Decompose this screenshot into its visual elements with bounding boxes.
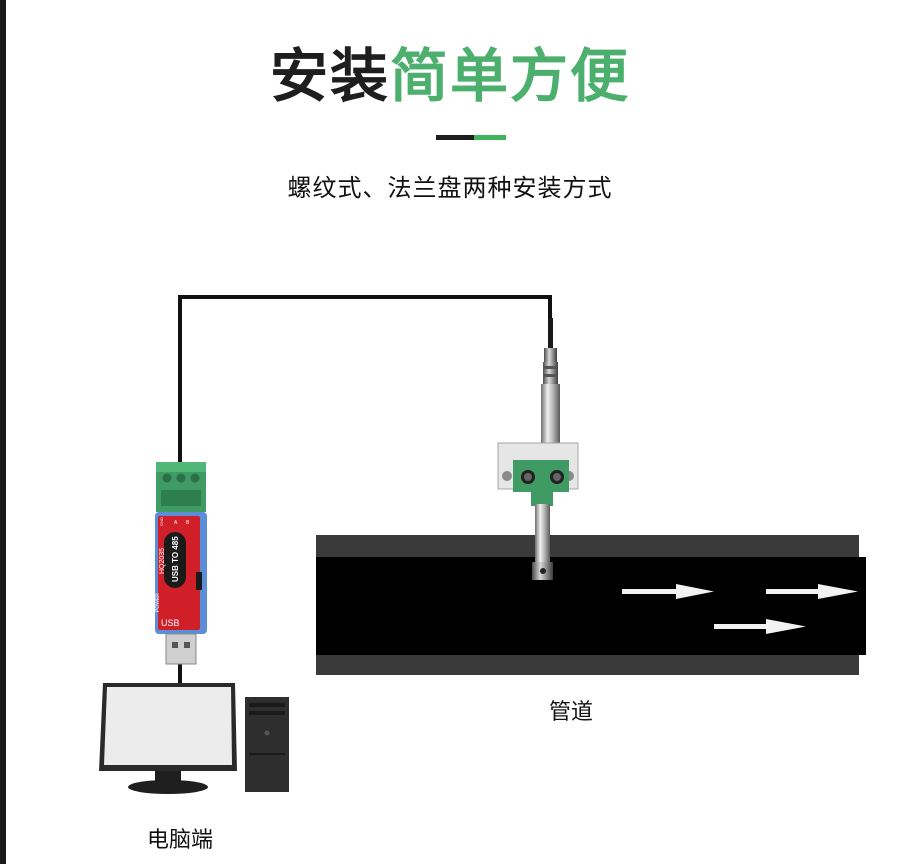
desktop-computer	[99, 683, 289, 794]
pipe-label: 管道	[549, 700, 594, 725]
adapter-pin-gnd: GND	[159, 517, 164, 526]
title-dark-part: 安装	[269, 42, 390, 110]
cable-vertical-left	[178, 295, 182, 470]
pipe	[316, 535, 866, 675]
adapter-model-text: USB TO 485	[171, 536, 180, 582]
computer-label: 电脑端	[147, 828, 214, 853]
adapter-port-label: USB	[161, 618, 180, 628]
divider-dark-segment	[436, 135, 474, 140]
flow-arrow	[714, 619, 806, 634]
divider-green-segment	[474, 135, 506, 140]
page-subtitle: 螺纹式、法兰盘两种安装方式	[287, 174, 613, 202]
adapter-pin-b: B	[186, 520, 190, 526]
adapter-pin-a: A	[174, 520, 178, 526]
cable-vertical-right	[548, 295, 552, 335]
page-title: 安装简单方便	[0, 40, 900, 112]
usb-to-485-adapter: USB TO 485 HQ2035 USB POWER GND A B	[155, 462, 207, 665]
flow-arrow	[766, 584, 858, 599]
title-green-part: 简单方便	[390, 42, 631, 110]
adapter-side-label: POWER	[155, 593, 161, 612]
cable-horizontal-top	[178, 295, 552, 299]
cable-to-computer	[178, 662, 182, 690]
left-edge-bar	[0, 0, 6, 864]
adapter-brand-text: HQ2035	[159, 548, 166, 574]
flow-arrow	[622, 584, 714, 599]
title-divider	[436, 135, 506, 140]
flow-sensor-probe	[497, 318, 579, 580]
